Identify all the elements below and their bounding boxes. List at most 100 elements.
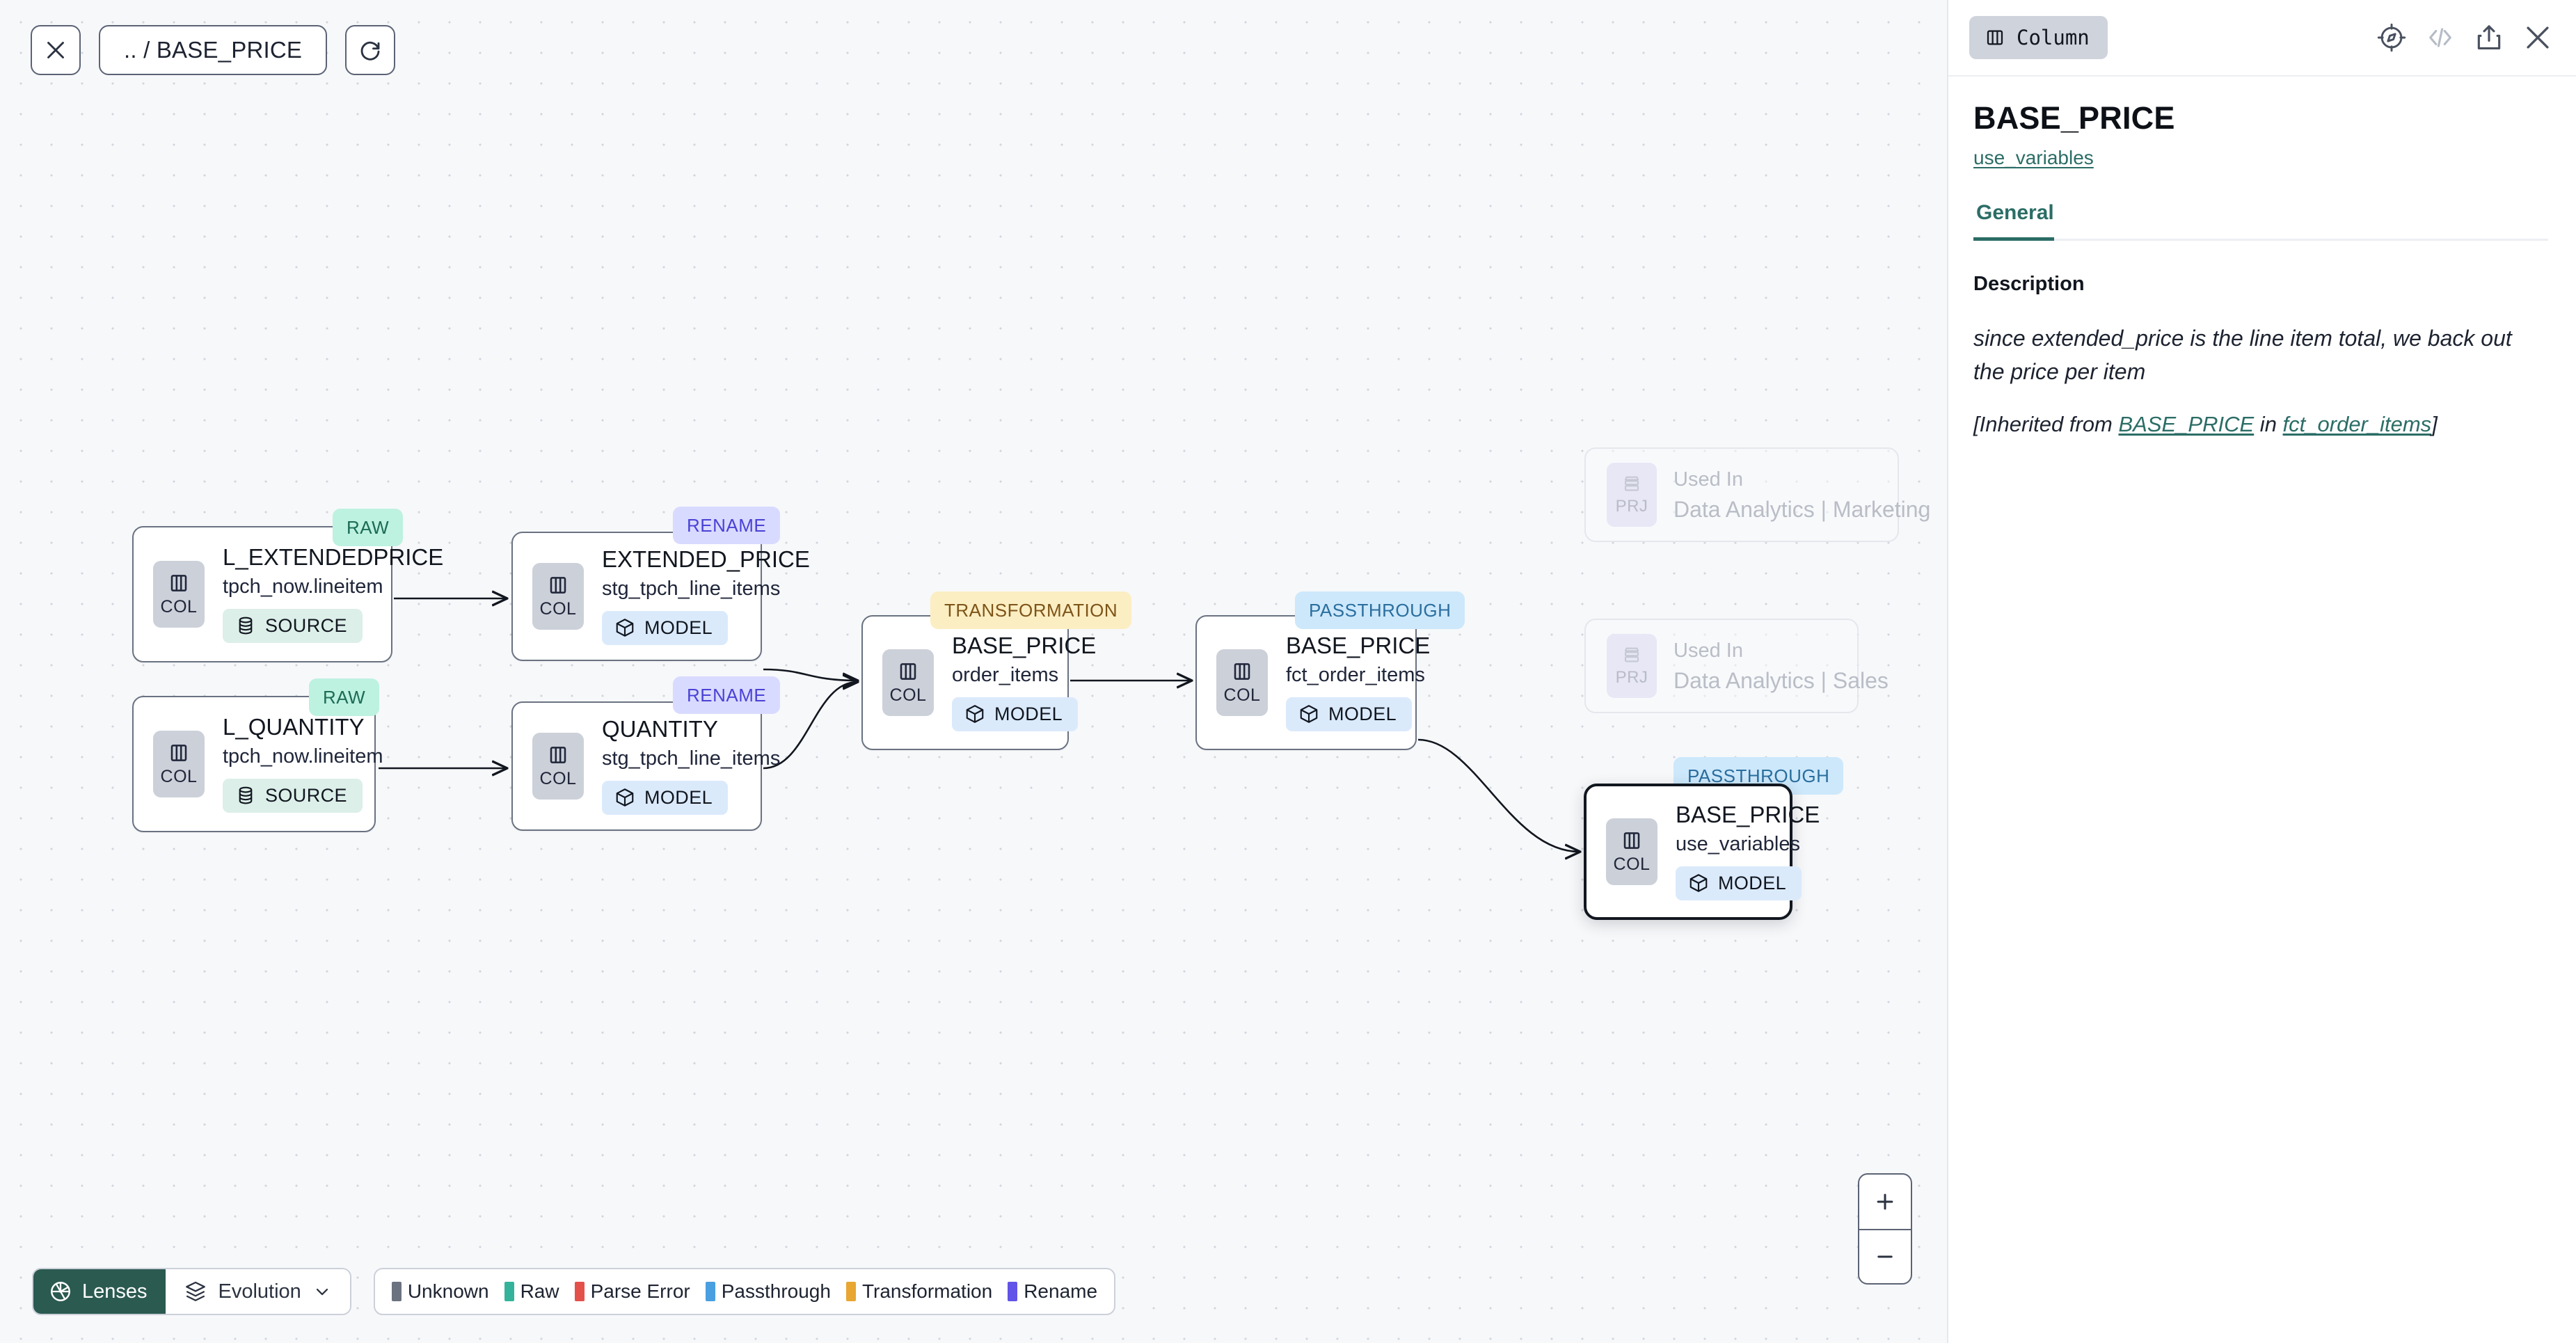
node-type-tag: PASSTHROUGH	[1295, 591, 1465, 629]
close-icon	[2527, 26, 2549, 49]
project-chip: PRJ	[1607, 634, 1657, 698]
lens-group: Lenses Evolution	[32, 1268, 351, 1315]
zoom-in-button[interactable]	[1859, 1175, 1911, 1229]
legend-swatch	[391, 1282, 401, 1301]
node-title: BASE_PRICE	[952, 633, 1097, 659]
panel-close-button[interactable]	[2522, 22, 2554, 54]
explore-button[interactable]	[2376, 22, 2408, 54]
used-in-target: Data Analytics | Sales	[1673, 667, 1889, 693]
view-code-button[interactable]	[2424, 22, 2456, 54]
node-kind-badge-label: SOURCE	[265, 614, 347, 636]
node-kind-badge: SOURCE	[223, 778, 363, 813]
evolution-dropdown[interactable]: Evolution	[165, 1269, 350, 1314]
description-text: since extended_price is the line item to…	[1973, 326, 2512, 384]
lineage-node[interactable]: COL BASE_PRICE order_items MODEL	[861, 615, 1096, 750]
used-in-label: Used In	[1673, 468, 1743, 491]
zoom-out-button[interactable]	[1859, 1229, 1911, 1283]
node-subtitle: order_items	[952, 664, 1059, 687]
node-kind-badge: MODEL	[1286, 697, 1413, 731]
layers-icon	[185, 1281, 205, 1301]
lineage-node[interactable]: COL BASE_PRICE use_variables MODEL	[1584, 784, 1820, 920]
node-type-tag: RAW	[333, 509, 404, 546]
lineage-node[interactable]: COL BASE_PRICE fct_order_items MODEL	[1195, 615, 1430, 750]
node-title: BASE_PRICE	[1676, 802, 1820, 828]
aperture-icon	[51, 1282, 70, 1301]
cube-icon	[1300, 705, 1318, 723]
used-in-node[interactable]: PRJ Used In Data Analytics | Sales	[1584, 619, 1889, 713]
node-inner: COL QUANTITY stg_tpch_line_items MODEL	[513, 703, 780, 829]
lineage-node[interactable]: COL EXTENDED_PRICE stg_tpch_line_items M…	[511, 532, 810, 661]
column-chip: COL	[153, 561, 205, 628]
node-title: QUANTITY	[602, 716, 718, 742]
evolution-label: Evolution	[218, 1280, 301, 1303]
lineage-node[interactable]: COL L_EXTENDEDPRICE tpch_now.lineitem SO…	[132, 526, 443, 662]
node-subtitle: stg_tpch_line_items	[602, 747, 781, 770]
breadcrumb-button[interactable]: .. / BASE_PRICE	[99, 25, 328, 75]
used-in-target: Data Analytics | Marketing	[1673, 496, 1931, 522]
project-icon	[1624, 647, 1639, 662]
share-button[interactable]	[2473, 22, 2505, 54]
node-body: L_QUANTITY tpch_now.lineitem SOURCE	[223, 714, 383, 813]
node-type-tag: RENAME	[673, 507, 781, 544]
inherited-suffix: ]	[2431, 411, 2438, 436]
project-chip: PRJ	[1607, 463, 1657, 527]
legend-swatch	[705, 1282, 715, 1301]
node-kind-badge: MODEL	[1676, 866, 1802, 900]
inherited-column-link[interactable]: BASE_PRICE	[2118, 411, 2255, 436]
legend-label: Parse Error	[590, 1280, 690, 1302]
canvas-toolbar: .. / BASE_PRICE	[31, 25, 396, 75]
lenses-button[interactable]: Lenses	[33, 1269, 166, 1314]
legend-label: Rename	[1024, 1280, 1098, 1302]
node-subtitle: stg_tpch_line_items	[602, 578, 781, 601]
node-kind-badge: SOURCE	[223, 608, 363, 643]
node-kind-badge-label: MODEL	[1328, 703, 1397, 724]
entity-kind-label: Column	[2017, 26, 2090, 49]
node-type-tag: PASSTHROUGH	[1673, 757, 1844, 795]
column-icon	[900, 662, 916, 680]
column-chip: COL	[1216, 649, 1268, 716]
node-title: L_EXTENDEDPRICE	[223, 544, 444, 571]
refresh-icon	[360, 41, 380, 61]
lineage-canvas[interactable]: .. / BASE_PRICE PRJ Used In Data Analyti…	[0, 0, 1947, 1343]
column-chip: COL	[882, 649, 934, 716]
node-title: L_QUANTITY	[223, 714, 365, 740]
close-icon	[47, 42, 64, 58]
used-in-label: Used In	[1673, 639, 1743, 662]
breadcrumb: .. / BASE_PRICE	[124, 37, 303, 63]
project-icon	[1624, 476, 1639, 491]
node-type-tag: RAW	[309, 678, 380, 716]
lenses-label: Lenses	[82, 1280, 148, 1303]
column-chip-label: COL	[1613, 854, 1651, 874]
used-in-node[interactable]: PRJ Used In Data Analytics | Marketing	[1584, 447, 1930, 542]
panel-tabs: General	[1973, 201, 2548, 241]
entity-model-link[interactable]: use_variables	[1973, 147, 2094, 169]
column-icon	[550, 576, 566, 594]
refresh-button[interactable]	[345, 25, 396, 75]
node-subtitle: fct_order_items	[1286, 664, 1425, 687]
node-subtitle: tpch_now.lineitem	[223, 745, 383, 768]
column-chip: COL	[153, 731, 205, 797]
column-chip-label: COL	[160, 596, 198, 617]
project-chip-label: PRJ	[1615, 668, 1648, 687]
node-inner: COL BASE_PRICE use_variables MODEL	[1587, 786, 1820, 917]
node-inner: COL EXTENDED_PRICE stg_tpch_line_items M…	[513, 533, 810, 660]
code-brackets-icon	[2429, 28, 2451, 47]
lineage-node[interactable]: COL L_QUANTITY tpch_now.lineitem SOURCE	[132, 696, 383, 832]
column-icon	[1987, 30, 2003, 45]
tab-general[interactable]: General	[1973, 201, 2067, 241]
entity-kind-pill[interactable]: Column	[1969, 16, 2108, 59]
cube-icon	[616, 619, 634, 637]
details-panel: Column	[1947, 0, 2576, 1343]
used-in-body: Used In Data Analytics | Marketing	[1673, 468, 1931, 522]
node-kind-badge: MODEL	[602, 780, 729, 815]
lineage-node[interactable]: COL QUANTITY stg_tpch_line_items MODEL	[511, 701, 780, 831]
column-chip-label: COL	[1223, 685, 1261, 705]
lineage-edge	[1417, 738, 1580, 852]
legend-swatch	[845, 1282, 856, 1301]
close-button[interactable]	[31, 25, 81, 75]
description-inherited-note: [Inherited from BASE_PRICE in fct_order_…	[1973, 412, 2548, 437]
legend-item: Transformation	[845, 1280, 992, 1303]
node-body: EXTENDED_PRICE stg_tpch_line_items MODEL	[602, 548, 810, 645]
inherited-model-link[interactable]: fct_order_items	[2282, 411, 2432, 436]
